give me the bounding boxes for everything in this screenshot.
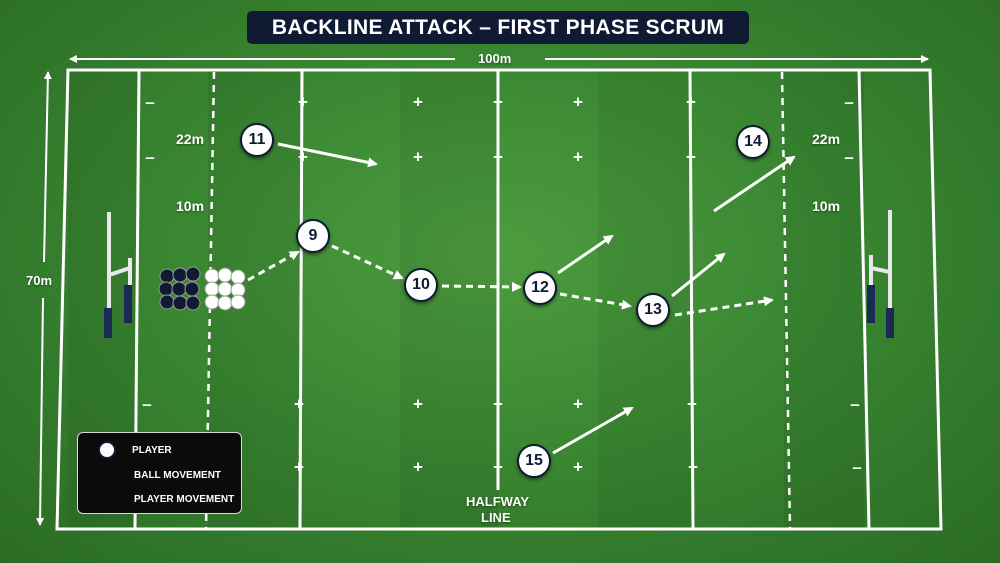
player-9[interactable]: 9	[296, 219, 330, 253]
scrum-white-pack	[204, 267, 246, 311]
height-dimension-bottom	[36, 297, 45, 526]
ball-pass-10-to-12	[441, 281, 522, 292]
plus-mark: +	[413, 147, 423, 167]
plus-mark: +	[493, 394, 503, 414]
plus-mark: +	[294, 394, 304, 414]
pitch-boundary	[55, 68, 943, 531]
scrum	[158, 266, 246, 311]
player-10[interactable]: 10	[404, 268, 438, 302]
diagram-title: BACKLINE ATTACK – FIRST PHASE SCRUM	[247, 11, 749, 44]
run-14	[713, 155, 796, 213]
height-label: 70m	[26, 273, 53, 288]
legend: PLAYER BALL MOVEMENT PLAYER MOVEMENT	[77, 432, 242, 514]
scrum-navy-pack	[158, 266, 201, 311]
plus-mark: +	[298, 92, 308, 112]
dash-mark: –	[850, 394, 860, 414]
left-22m-line	[298, 69, 304, 530]
player-movement-arrows	[277, 142, 796, 455]
left-goal-posts	[104, 212, 132, 338]
dash-mark: –	[852, 457, 862, 477]
legend-player-label: PLAYER	[132, 444, 172, 456]
run-15	[552, 406, 634, 455]
plus-mark: +	[294, 457, 304, 477]
dash-mark: –	[844, 147, 854, 167]
right-22m-label: 22m	[812, 131, 841, 147]
plus-mark: +	[493, 147, 503, 167]
plus-mark: +	[573, 394, 583, 414]
player-15[interactable]: 15	[517, 444, 551, 478]
plus-mark: +	[413, 394, 423, 414]
right-22m-line	[688, 69, 695, 530]
plus-mark: +	[686, 147, 696, 167]
plus-mark: +	[687, 394, 697, 414]
plus-mark: +	[686, 92, 696, 112]
plus-mark: +	[298, 147, 308, 167]
left-10m-label: 10m	[176, 198, 205, 214]
plus-mark: +	[413, 92, 423, 112]
plus-mark: +	[573, 457, 583, 477]
width-label: 100m	[478, 51, 512, 66]
run-12	[557, 234, 614, 275]
player-14[interactable]: 14	[736, 125, 770, 159]
legend-ball-movement-label: BALL MOVEMENT	[134, 469, 222, 481]
ball-movement-arrows	[247, 244, 774, 317]
halfway-line-label-bottom: LINE	[481, 510, 511, 525]
player-11[interactable]: 11	[240, 123, 274, 157]
legend-player-movement-label: PLAYER MOVEMENT	[134, 493, 235, 505]
plus-mark: +	[493, 457, 503, 477]
right-10m-label: 10m	[812, 198, 841, 214]
dash-mark: –	[844, 92, 854, 112]
legend-movement-row: PLAYER MOVEMENT	[126, 489, 234, 509]
height-dimension-top	[43, 71, 52, 263]
ball-pass-scrum-to-9	[247, 250, 300, 282]
dash-mark: –	[142, 394, 152, 414]
plus-mark: +	[573, 147, 583, 167]
right-10m-line	[780, 71, 792, 530]
plus-mark: +	[493, 92, 503, 112]
run-13	[671, 252, 726, 298]
right-goal-posts	[867, 210, 894, 338]
player-12[interactable]: 12	[523, 271, 557, 305]
plus-mark: +	[573, 92, 583, 112]
legend-ball-row: BALL MOVEMENT	[126, 465, 221, 485]
right-try-line	[857, 69, 871, 530]
run-11	[277, 142, 378, 168]
ball-pass-9-to-10	[331, 244, 404, 280]
left-22m-label: 22m	[176, 131, 205, 147]
ball-pass-13-out	[674, 296, 774, 317]
plus-mark: +	[688, 457, 698, 477]
halfway-line-label-top: HALFWAY	[466, 494, 530, 509]
legend-player-row: PLAYER	[90, 440, 172, 460]
legend-player-icon	[98, 441, 116, 459]
plus-mark: +	[413, 457, 423, 477]
dash-mark: –	[145, 147, 155, 167]
player-13[interactable]: 13	[636, 293, 670, 327]
dash-mark: –	[145, 92, 155, 112]
